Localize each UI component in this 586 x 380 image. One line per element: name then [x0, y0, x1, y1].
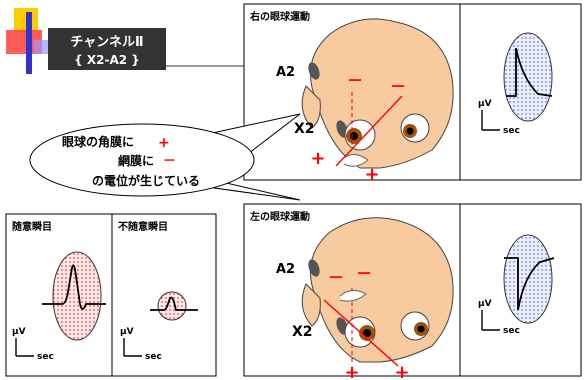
- title-line-1: チャンネルⅡ: [70, 35, 143, 50]
- deco-blue-bar: [26, 12, 32, 74]
- eye-axis-line: [335, 95, 403, 167]
- rotation-arrow-icon: [339, 290, 367, 302]
- sign-plus-2: +: [364, 164, 379, 185]
- title-line-2: { X2-A2 }: [74, 53, 140, 67]
- x-unit-label: sec: [37, 352, 54, 362]
- involuntary-title: 不随意瞬目: [118, 220, 168, 233]
- deco-lavender-square: [34, 40, 48, 54]
- x-unit-label: sec: [503, 126, 520, 136]
- sign-minus-2: －: [356, 264, 372, 283]
- panel-title: 右の眼球運動: [249, 10, 310, 23]
- eye-axis-line: [323, 299, 399, 367]
- voluntary-title: 随意瞬目: [12, 220, 52, 233]
- waveform-trace: [504, 257, 555, 311]
- y-unit-label: μV: [478, 299, 492, 309]
- callout-sign-minus: －: [163, 154, 176, 169]
- electrode-a2-icon: [308, 62, 320, 80]
- waveform-trace: [506, 47, 553, 97]
- pupil-left: [350, 132, 358, 140]
- waveform-trace: [42, 264, 106, 310]
- x-unit-label: sec: [503, 326, 520, 336]
- ear-shape: [301, 283, 321, 327]
- title-box-background: [48, 28, 166, 70]
- callout-line-1: 眼球の角膜に: [62, 134, 134, 149]
- electrode-a2-icon: [308, 259, 320, 277]
- panel-blinks: 随意瞬目 不随意瞬目 μV sec μV sec: [5, 213, 217, 377]
- label-a2: A2: [276, 65, 295, 80]
- panel-left-eye: 左の眼球運動 A2 X2 － － + + μV sec: [243, 203, 582, 380]
- x-unit-label: sec: [145, 352, 162, 362]
- callout-ellipse: [29, 123, 255, 197]
- title-box: チャンネルⅡ { X2-A2 }: [48, 28, 290, 70]
- waveform-ellipse: [52, 251, 102, 341]
- decorative-squares: [6, 8, 48, 74]
- callout-bubble: 眼球の角膜に + 網膜に － の電位が生じている: [29, 113, 301, 201]
- sign-plus-2: +: [394, 362, 409, 380]
- callout-sign-plus: +: [158, 135, 170, 151]
- sign-minus-1: －: [328, 268, 344, 287]
- waveform-circle: [157, 291, 187, 321]
- callout-line-2: 網膜に: [118, 153, 154, 168]
- sign-plus-1: +: [310, 148, 325, 169]
- label-x2: X2: [292, 324, 313, 340]
- y-unit-label: μV: [120, 327, 134, 337]
- pupil-right: [406, 127, 414, 135]
- ear-shape: [301, 85, 321, 129]
- pupil-left: [363, 329, 371, 337]
- label-x2: X2: [294, 121, 315, 137]
- waveform-ellipse: [503, 32, 553, 122]
- sign-minus-1: －: [347, 71, 363, 90]
- sign-plus-1: +: [344, 362, 359, 380]
- callout-line-3: の電位が生じている: [92, 173, 200, 188]
- y-unit-label: μV: [478, 99, 492, 109]
- sign-minus-2: －: [390, 77, 406, 96]
- y-unit-label: μV: [12, 327, 26, 337]
- panel-title: 左の眼球運動: [249, 210, 310, 223]
- panel-right-eye: 右の眼球運動 A2 X2 － － + + μV sec: [243, 3, 582, 185]
- rotation-arrow-icon: [343, 154, 369, 167]
- label-a2: A2: [276, 262, 295, 277]
- waveform-trace: [150, 296, 198, 311]
- pupil-right: [417, 325, 425, 333]
